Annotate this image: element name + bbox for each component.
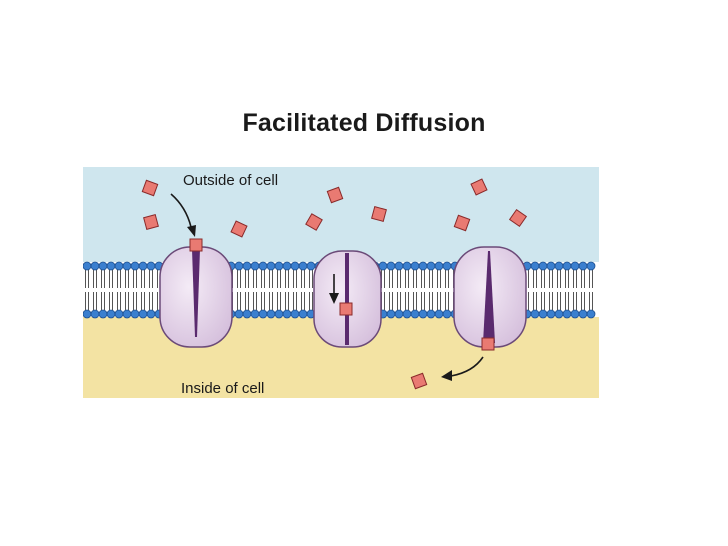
molecule	[508, 208, 528, 228]
molecule	[143, 214, 159, 230]
channel-pore	[483, 251, 495, 343]
molecule	[326, 186, 344, 204]
membrane-diagram: Outside of cell Inside of cell	[83, 167, 599, 398]
arrow-passage	[329, 274, 339, 304]
channel-pore	[192, 249, 200, 337]
molecule	[371, 206, 387, 222]
channel-pore	[345, 253, 349, 345]
molecule-in-channel	[339, 302, 353, 316]
molecule	[230, 220, 248, 238]
molecule	[470, 178, 488, 196]
molecule	[141, 179, 159, 197]
molecule	[305, 213, 323, 231]
arrow-exit	[441, 356, 484, 381]
molecule	[410, 372, 428, 390]
channel-protein-1	[159, 246, 233, 348]
arrow-entry	[170, 193, 196, 237]
channel-protein-3	[453, 246, 527, 348]
diagram-title: Facilitated Diffusion	[242, 109, 486, 137]
channel-protein-2	[313, 250, 382, 348]
outside-label: Outside of cell	[183, 172, 278, 189]
molecule-in-channel	[481, 337, 495, 351]
inside-label: Inside of cell	[181, 380, 264, 397]
molecule	[453, 214, 471, 232]
solute-molecules	[141, 178, 528, 390]
molecule-in-channel	[189, 238, 203, 252]
